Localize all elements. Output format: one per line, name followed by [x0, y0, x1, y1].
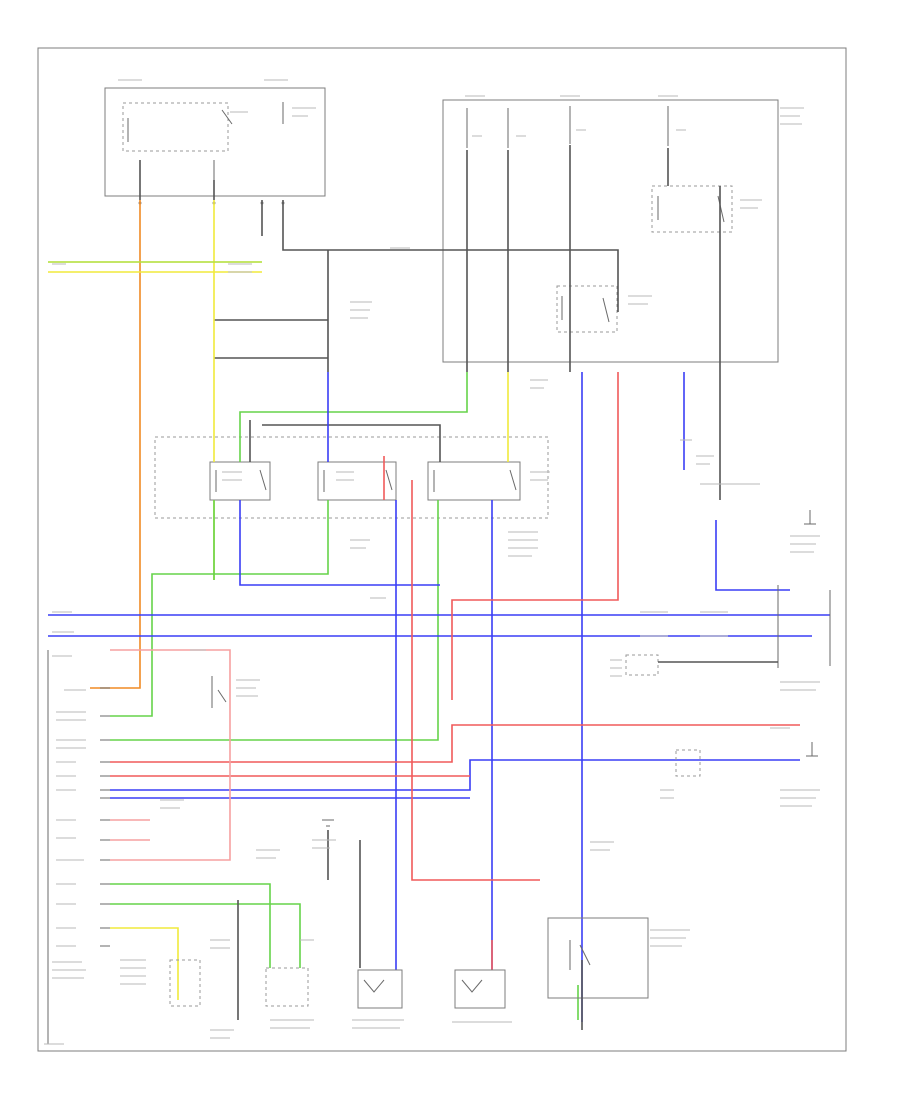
- wire-yellow-4: [110, 927, 179, 1000]
- relay-middle-1: [209, 461, 271, 501]
- wire-blue-6: [715, 520, 790, 591]
- wire-pink-8: [110, 819, 150, 841]
- component-bottom-1: [265, 967, 309, 1007]
- wire-black-bus: [261, 145, 721, 372]
- component-bottom-symbols: [363, 979, 483, 993]
- wire-red-5: [411, 480, 540, 881]
- relay-middle-3: [427, 461, 521, 501]
- blower-relay-switch: [657, 195, 725, 223]
- wire-black-fuse-feed: [139, 160, 328, 359]
- relay-box-top-right: [442, 99, 779, 363]
- switch-right-mid: [625, 654, 659, 676]
- ac-compressor-relay-switch: [561, 296, 610, 323]
- ground-bottom: [322, 819, 334, 827]
- diagram-frame: [37, 47, 847, 1052]
- wire-blue-9: [395, 500, 493, 970]
- wire-black-mid: [249, 250, 441, 462]
- wire-green-4: [110, 500, 439, 741]
- illegible-labels: [44, 79, 820, 1045]
- sensor-bottom-left: [169, 959, 201, 1007]
- wire-green-5: [110, 883, 301, 968]
- wire-green-1: [239, 372, 468, 462]
- sensor-right: [675, 749, 701, 777]
- relay-coil-top-left: [127, 109, 233, 142]
- relay-top-left: [122, 102, 229, 152]
- wire-red-1: [451, 372, 619, 700]
- relay-strip-middle: [154, 436, 549, 519]
- wire-blue-3: [239, 372, 440, 586]
- ground-right-top: [804, 510, 816, 525]
- wire-red-6: [110, 649, 231, 861]
- component-bottom-2: [357, 969, 403, 1009]
- blower-relay: [651, 185, 733, 233]
- ground-right-low: [806, 742, 818, 757]
- relay-middle-switches: [215, 469, 517, 492]
- right-connector-bus: [777, 585, 831, 668]
- fuse-top-right-1: [466, 108, 509, 148]
- wire-green-2: [110, 500, 329, 717]
- wire-blue-7: [110, 759, 800, 791]
- relay-box-top-left: [104, 87, 326, 197]
- compressor-clutch-box: [547, 917, 649, 999]
- component-bottom-3: [454, 969, 506, 1009]
- compressor-clutch-symbol: [569, 940, 591, 970]
- relay-middle-2: [317, 461, 397, 501]
- switch-left-mid: [211, 676, 227, 708]
- left-pin-stubs: [100, 687, 110, 947]
- wire-black-bottom-left: [237, 830, 361, 1020]
- ac-compressor-relay: [556, 285, 618, 333]
- wire-yellow-3: [48, 261, 262, 273]
- wire-red-2: [110, 724, 800, 763]
- fuse-top-left: [213, 102, 284, 180]
